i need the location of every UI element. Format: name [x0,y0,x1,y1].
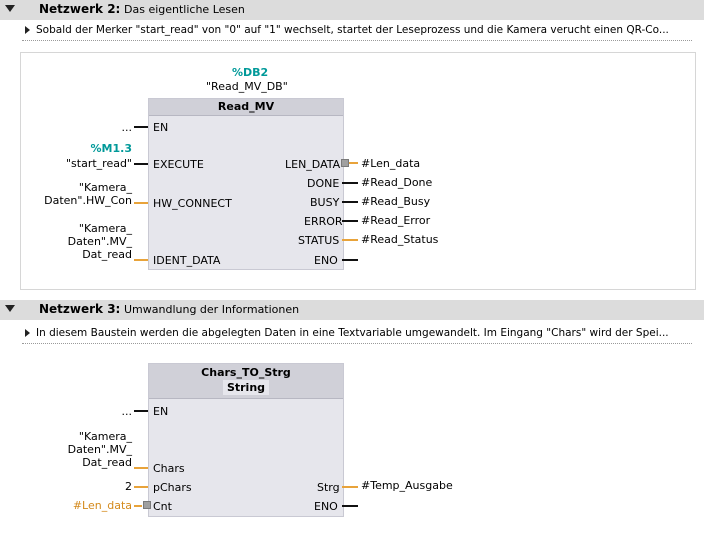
len-data-param[interactable]: #Len_data [361,157,421,170]
chars-to-strg-header: Chars_TO_Strg String [149,364,343,399]
pin-strg: Strg [317,481,340,494]
pin-chars: Chars [153,462,185,475]
strg-param[interactable]: #Temp_Ausgabe [361,479,453,492]
pin-len-data: LEN_DATA [285,158,341,171]
pin-status: STATUS [298,234,340,247]
hw-connect-wire [134,202,148,204]
network-2-title[interactable]: Das eigentliche Lesen [124,3,245,16]
execute-param[interactable]: "start_read" [65,157,132,170]
error-param[interactable]: #Read_Error [361,214,431,227]
pin-done: DONE [307,177,340,190]
network-2-panel [20,52,696,290]
network-2-comment-text: Sobald der Merker "start_read" von "0" a… [36,24,669,36]
en-wire [134,126,148,128]
instance-db-name[interactable]: "Read_MV_DB" [206,80,288,93]
pin-ident-data: IDENT_DATA [153,254,221,267]
chars-to-strg-title: Chars_TO_Strg [201,366,291,379]
status-wire [342,239,358,241]
en-param-read-mv[interactable]: ... [121,121,133,134]
busy-wire [342,201,358,203]
read-mv-block-title: Read_MV [149,99,343,116]
read-mv-block[interactable]: Read_MV [148,98,344,270]
en-param-chars-to-strg[interactable]: ... [121,405,133,418]
instance-db-address[interactable]: %DB2 [232,66,269,79]
pin-eno: ENO [314,254,338,267]
expand-triangle-icon[interactable] [25,26,30,34]
pin-pchars: pChars [153,481,192,494]
status-param[interactable]: #Read_Status [361,233,439,246]
chars-to-strg-block[interactable]: Chars_TO_Strg String [148,363,344,517]
busy-param[interactable]: #Read_Busy [361,195,431,208]
chars-wire [134,467,148,469]
ident-data-wire [134,259,148,261]
pin-cnt: Cnt [153,500,172,513]
len-data-wire [349,162,358,164]
collapse-triangle-icon[interactable] [5,305,15,312]
network-2-header[interactable]: Netzwerk 2: Das eigentliche Lesen [0,0,704,20]
pchars-wire [134,486,148,488]
eno-wire [342,505,358,507]
done-wire [342,182,358,184]
network-3-title[interactable]: Umwandlung der Informationen [124,303,300,316]
hw-connect-param[interactable]: "Kamera_ Daten".HW_Con [44,181,132,207]
connector-marker-icon [341,159,349,167]
cnt-param[interactable]: #Len_data [72,499,132,512]
chars-param[interactable]: "Kamera_ Daten".MV_ Dat_read [67,430,132,469]
pin-hw-connect: HW_CONNECT [153,197,232,210]
connector-marker-icon [143,501,151,509]
eno-wire [342,259,358,261]
network-3-header[interactable]: Netzwerk 3: Umwandlung der Informationen [0,300,704,320]
network-3-number: Netzwerk 3: [39,302,121,316]
pin-execute: EXECUTE [153,158,204,171]
done-param[interactable]: #Read_Done [361,176,433,189]
pin-en: EN [153,121,169,134]
expand-triangle-icon[interactable] [25,329,30,337]
execute-wire [134,163,148,165]
execute-address[interactable]: %M1.3 [90,142,132,155]
cnt-wire [134,505,142,507]
pin-eno: ENO [314,500,338,513]
pchars-param[interactable]: 2 [125,480,132,493]
pin-error: ERROR [304,215,343,228]
pin-en: EN [153,405,169,418]
en-wire [134,410,148,412]
ident-data-param[interactable]: "Kamera_ Daten".MV_ Dat_read [67,222,132,261]
network-2-comment[interactable]: Sobald der Merker "start_read" von "0" a… [22,22,692,41]
network-2-number: Netzwerk 2: [39,2,121,16]
network-3-comment[interactable]: In diesem Baustein werden die abgelegten… [22,325,692,344]
chars-to-strg-type: String [222,380,270,395]
pin-busy: BUSY [310,196,340,209]
network-3-comment-text: In diesem Baustein werden die abgelegten… [36,327,669,339]
collapse-triangle-icon[interactable] [5,5,15,12]
error-wire [342,220,358,222]
strg-wire [342,486,358,488]
